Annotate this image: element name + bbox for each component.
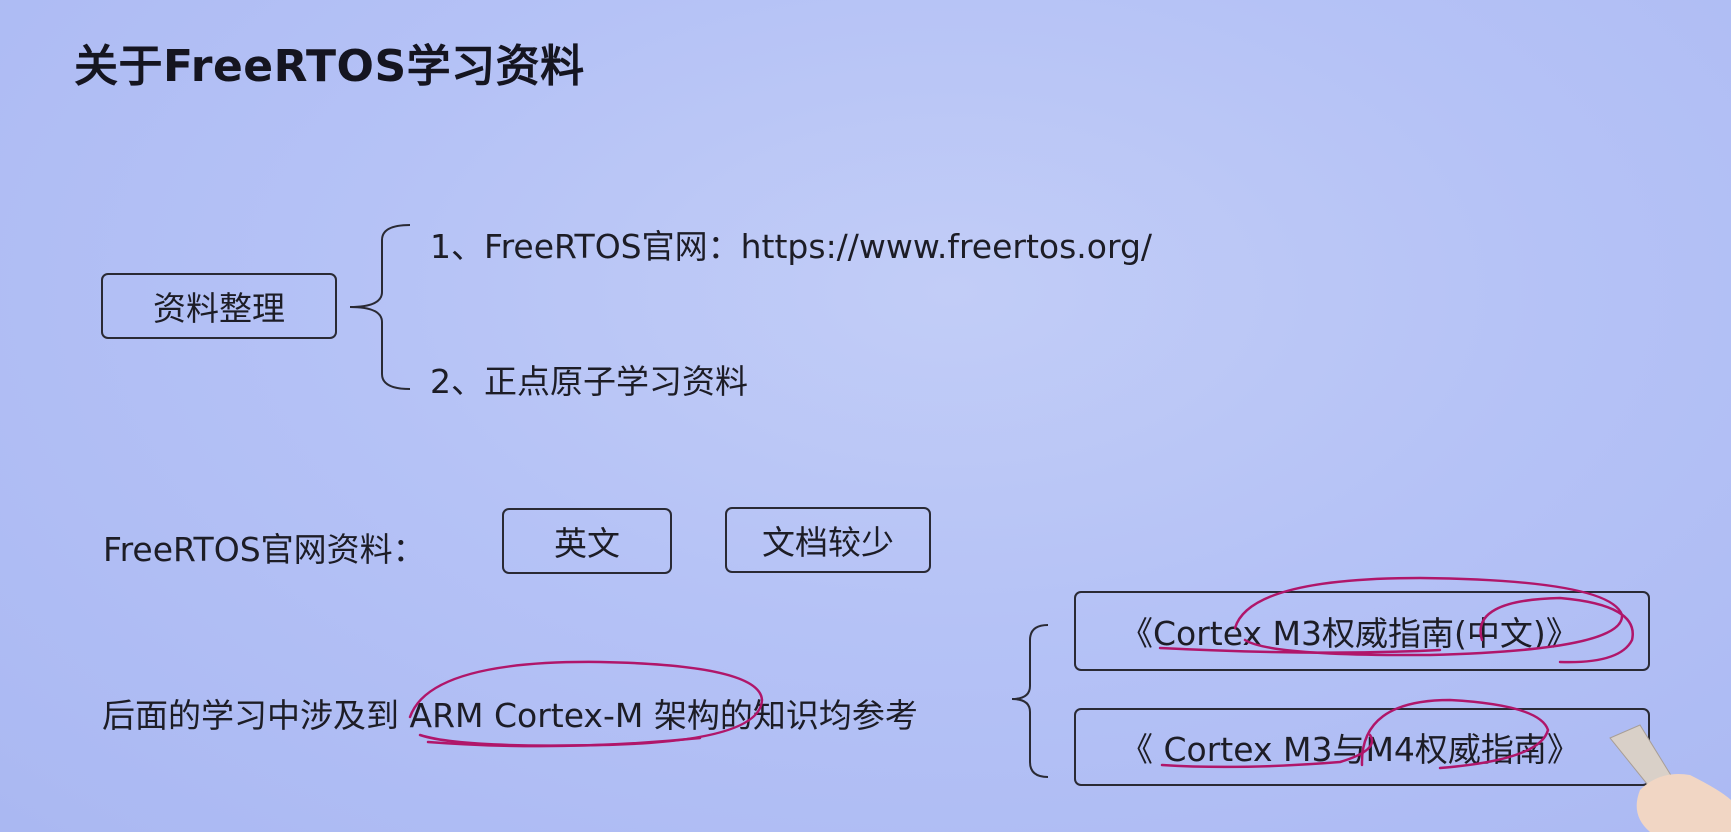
tag-english-label: 英文 — [554, 524, 620, 563]
list-item-zhengdian: 2、正点原子学习资料 — [430, 362, 748, 401]
reference-label: 后面的学习中涉及到 ARM Cortex-M 架构的知识均参考 — [102, 696, 918, 735]
tag-few-docs: 文档较少 — [725, 507, 931, 573]
materials-box-label: 资料整理 — [153, 289, 285, 328]
slide-title: 关于FreeRTOS学习资料 — [74, 41, 585, 92]
materials-box: 资料整理 — [101, 273, 337, 339]
tag-english: 英文 — [502, 508, 672, 574]
book-cortex-m3-guide: 《Cortex M3权威指南(中文)》 — [1074, 591, 1650, 671]
official-materials-label: FreeRTOS官网资料： — [103, 530, 426, 569]
book-cortex-m3-m4-guide: 《 Cortex M3与M4权威指南》 — [1074, 708, 1650, 786]
book-cortex-m3-m4-guide-label: 《 Cortex M3与M4权威指南》 — [1120, 730, 1580, 769]
book-cortex-m3-guide-label: 《Cortex M3权威指南(中文)》 — [1120, 614, 1579, 653]
list-item-official-site: 1、FreeRTOS官网：https://www.freertos.org/ — [430, 227, 1153, 266]
tag-few-docs-label: 文档较少 — [762, 523, 894, 562]
